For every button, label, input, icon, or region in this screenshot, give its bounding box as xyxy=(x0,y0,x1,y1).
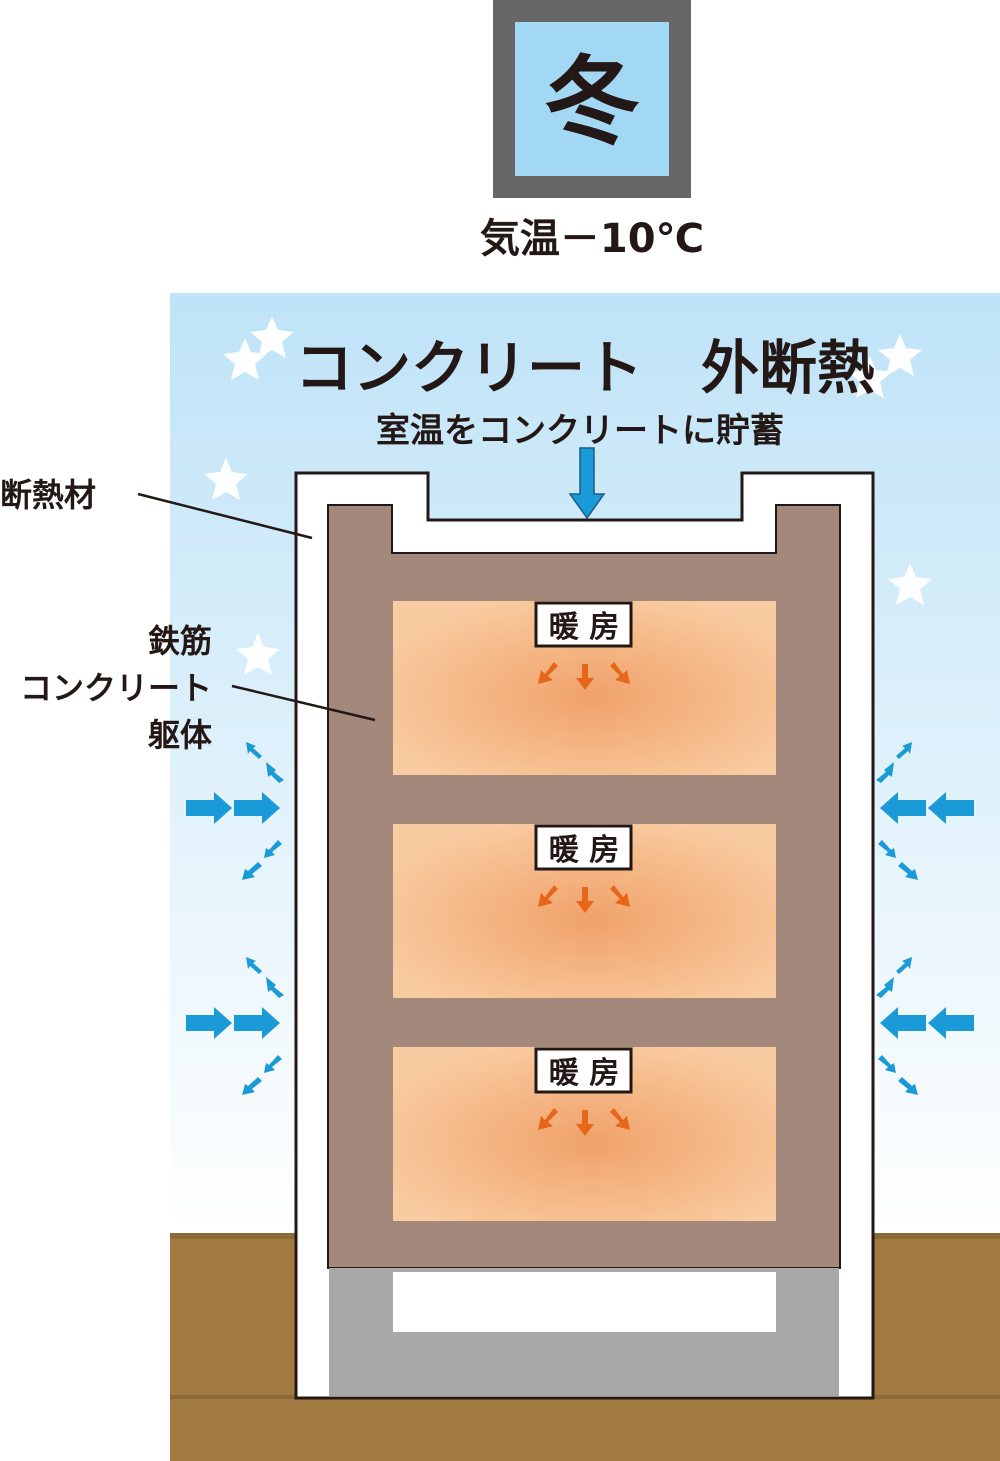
cold-arrow-group-right-2 xyxy=(876,957,974,1095)
heater-label: 暖 房 xyxy=(549,833,619,868)
concrete-label-line3: 躯体 xyxy=(148,716,212,754)
heat-arrow-icon xyxy=(538,662,558,684)
insulation-leader-line xyxy=(137,492,313,540)
cold-arrows-right xyxy=(876,742,974,1095)
heat-arrow-icon xyxy=(576,887,594,913)
diagram-title: コンクリート 外断熱 xyxy=(295,334,875,402)
cold-arrow-icon xyxy=(266,762,284,783)
foundation-void xyxy=(393,1272,776,1332)
cold-arrow-icon xyxy=(898,862,918,880)
concrete-label-line2: コンクリート xyxy=(20,669,212,707)
heat-arrow-icon xyxy=(610,662,630,684)
cold-arrow-icon xyxy=(878,840,896,858)
diagram-subtitle: 室温をコンクリートに貯蓄 xyxy=(376,411,784,451)
cold-arrow-icon xyxy=(242,1077,262,1095)
cold-arrow-icon xyxy=(876,977,894,998)
heat-arrow-icon xyxy=(538,1108,558,1130)
cold-arrow-icon xyxy=(186,1007,232,1039)
season-indicator: 冬 xyxy=(493,0,691,198)
cold-arrow-icon xyxy=(880,1007,926,1039)
cold-arrow-icon xyxy=(876,762,894,783)
cold-arrow-icon xyxy=(234,1007,280,1039)
cold-arrow-icon xyxy=(266,977,284,998)
cold-arrow-icon xyxy=(878,1055,896,1073)
down-arrow-icon xyxy=(568,447,606,520)
cold-arrow-group-left-1 xyxy=(186,742,284,880)
cold-arrow-icon xyxy=(234,792,280,824)
cold-arrow-icon xyxy=(896,742,912,759)
cold-arrow-icon xyxy=(242,862,262,880)
cold-arrow-icon xyxy=(928,792,974,824)
heat-arrows xyxy=(538,662,630,1136)
cold-arrow-icon xyxy=(928,1007,974,1039)
season-label: 冬 xyxy=(544,46,640,158)
cold-arrow-icon xyxy=(186,792,232,824)
heater-badge-3: 暖 房 xyxy=(534,1047,633,1094)
cold-arrow-icon xyxy=(880,792,926,824)
cold-arrow-group-left-2 xyxy=(186,957,284,1095)
cold-arrow-group-right-1 xyxy=(876,742,974,880)
cold-arrow-icon xyxy=(264,1055,282,1073)
heat-arrow-icon xyxy=(610,885,630,907)
heater-label: 暖 房 xyxy=(549,1056,619,1091)
cold-arrow-icon xyxy=(264,840,282,858)
heat-arrow-icon xyxy=(538,885,558,907)
heater-label: 暖 房 xyxy=(549,610,619,645)
cold-arrows-left xyxy=(186,742,284,1095)
heat-arrow-icon xyxy=(610,1108,630,1130)
heat-arrow-icon xyxy=(576,664,594,690)
cold-arrow-icon xyxy=(246,742,262,759)
concrete-label-line1: 鉄筋 xyxy=(148,622,212,660)
concrete-leader-line xyxy=(231,684,376,722)
temperature-label: 気温－10℃ xyxy=(480,216,704,262)
season-box xyxy=(515,22,669,176)
cold-arrow-icon xyxy=(246,957,262,974)
heat-arrow-icon xyxy=(576,1110,594,1136)
heater-badge-1: 暖 房 xyxy=(534,601,633,648)
heater-badge-2: 暖 房 xyxy=(534,824,633,871)
cold-arrow-icon xyxy=(896,957,912,974)
insulation-label: 断熱材 xyxy=(0,476,96,514)
cold-arrow-icon xyxy=(898,1077,918,1095)
